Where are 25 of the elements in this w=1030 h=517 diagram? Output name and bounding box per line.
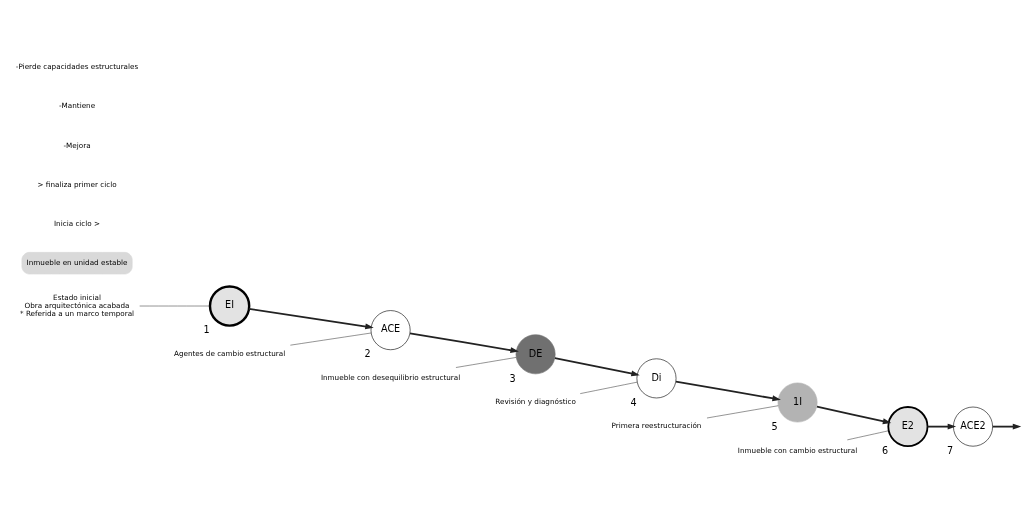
connector: [580, 381, 638, 394]
node-label: 5: [771, 420, 778, 432]
arrow: [675, 380, 781, 401]
arrow: [926, 423, 957, 430]
connector: [455, 356, 517, 368]
node-circle: 1I: [777, 382, 818, 422]
connector: [290, 332, 372, 345]
arrow: [554, 356, 640, 376]
connector: [139, 305, 211, 306]
node-circle: EI: [208, 284, 251, 327]
arrow: [248, 307, 374, 329]
node-label: 2: [364, 347, 371, 359]
node-label: 3: [509, 372, 516, 384]
arrow: [409, 331, 519, 353]
node-circle: DE: [515, 333, 556, 374]
node-label: 1: [203, 323, 210, 335]
connector: [847, 430, 889, 440]
node-circle: E2: [887, 405, 929, 447]
node-label: 6: [881, 444, 889, 456]
node-circle: ACE2: [953, 406, 993, 446]
node-label: 4: [630, 396, 637, 408]
node-circle: Di: [636, 358, 677, 398]
arrow: [816, 405, 892, 424]
node-label: 7: [947, 444, 954, 456]
node-circle: ACE: [370, 309, 411, 350]
